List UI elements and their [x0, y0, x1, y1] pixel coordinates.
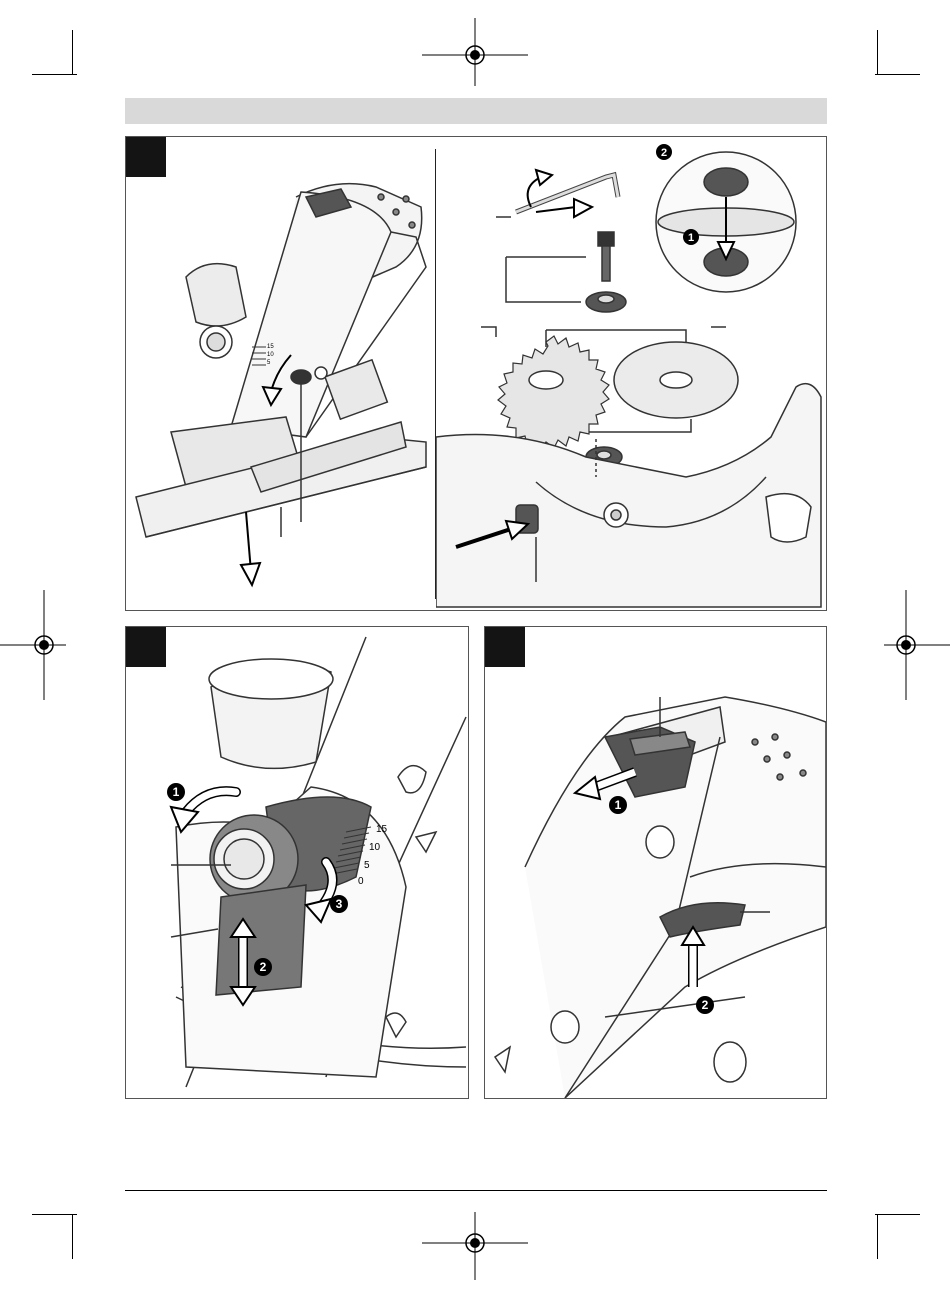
scale-label-15: 15: [267, 344, 274, 350]
crop-mark: [72, 30, 73, 75]
depth-knob-illustration: 15 10 5 0 1 2 3: [126, 627, 468, 1098]
crop-mark: [875, 74, 920, 75]
registration-mark-top: [422, 18, 528, 86]
scale-label-10: 10: [267, 352, 274, 358]
registration-mark-bottom: [422, 1212, 528, 1280]
step-badge-1: 1: [615, 798, 622, 812]
scale-label-15: 15: [376, 824, 388, 835]
chip-ejector-illustration: 1 2: [485, 627, 826, 1098]
crop-mark: [72, 1214, 73, 1259]
figure-top-panel: 15 10 5: [125, 136, 827, 611]
crop-mark: [877, 1214, 878, 1259]
step-badge-2: 2: [661, 147, 667, 159]
step-badge-2: 2: [702, 998, 709, 1012]
crop-mark: [875, 1214, 920, 1215]
footer-rule: [125, 1190, 827, 1191]
registration-mark-right: [884, 590, 950, 700]
scale-label-5: 5: [364, 860, 370, 871]
header-band: [125, 98, 827, 124]
step-badge-3: 3: [336, 897, 343, 911]
registration-mark-left: [0, 590, 66, 700]
blade-change-illustration: 2 1: [436, 137, 826, 610]
step-badge-1: 1: [688, 232, 694, 244]
crop-mark: [877, 30, 878, 75]
figure-bottom-right-panel: 1 2: [484, 626, 827, 1099]
scale-label-0: 0: [358, 876, 364, 887]
crop-mark: [32, 1214, 77, 1215]
step-badge-2: 2: [260, 960, 267, 974]
scale-label-10: 10: [369, 842, 381, 853]
crop-mark: [32, 74, 77, 75]
figure-bottom-left-panel: 15 10 5 0 1 2 3: [125, 626, 469, 1099]
step-badge-1: 1: [173, 785, 180, 799]
planer-depth-illustration: 15 10 5: [126, 137, 434, 610]
